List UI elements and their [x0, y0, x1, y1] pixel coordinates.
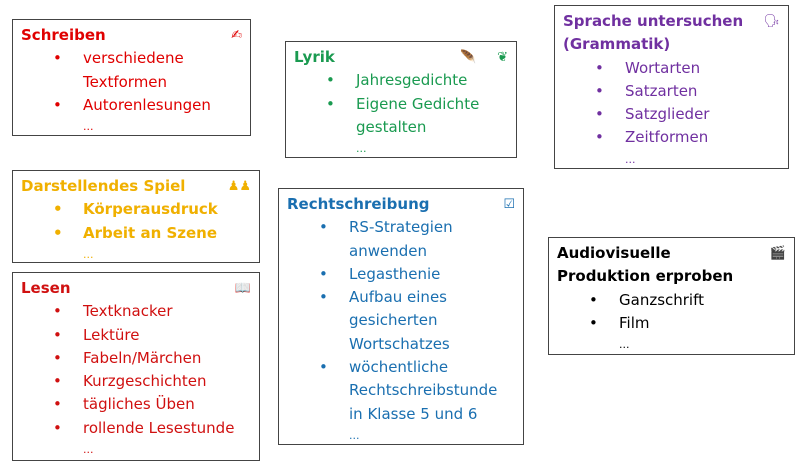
list-item: Wortarten [595, 57, 780, 81]
item-list: Jahresgedichte Eigene Gedichte gestalten [294, 69, 508, 139]
list-item: Aufbau eines gesicherten Wortschatzes [319, 286, 474, 356]
list-item: Autorenlesungen [53, 94, 242, 118]
box-audiovisuelle-produktion: Audiovisuelle Produktion erproben 🎬 Ganzs… [548, 237, 795, 355]
box-title: Rechtschreibung ☑ [287, 193, 515, 216]
feather-icon: 🪶 [460, 50, 477, 65]
box-title: Darstellendes Spiel ♟♟ [21, 175, 251, 198]
box-lesen: Lesen 📖 Textknacker Lektüre Fabeln/Märche… [12, 272, 260, 461]
title-text: Lyrik [294, 48, 335, 66]
audience-icon: ♟♟ [227, 179, 251, 194]
list-item: wöchentliche Rechtschreibstunde in Klass… [319, 356, 514, 426]
list-item: Film [589, 312, 786, 336]
box-title: Sprache untersuchen (Grammatik) 🗣 [563, 10, 780, 57]
list-item: Arbeit an Szene [53, 222, 251, 246]
list-item: Textknacker [53, 300, 251, 324]
item-list: verschiedene Textformen Autorenlesungen [21, 47, 242, 117]
item-list: Wortarten Satzarten Satzglieder Zeitform… [563, 57, 780, 150]
box-title: Schreiben ✍ [21, 24, 242, 47]
list-item: Zeitformen [595, 126, 780, 150]
list-item: RS-Strategien anwenden [319, 216, 479, 263]
item-list: RS-Strategien anwenden Legasthenie Aufba… [287, 216, 515, 426]
list-item: Kurzgeschichten [53, 370, 251, 394]
item-list: Textknacker Lektüre Fabeln/Märchen Kurzg… [21, 300, 251, 440]
list-item: Eigene Gedichte gestalten [326, 93, 496, 140]
more-ellipsis: ... [356, 142, 367, 156]
writing-hand-icon: ✍ [231, 28, 242, 43]
box-title: Audiovisuelle Produktion erproben 🎬 [557, 242, 786, 289]
more-ellipsis: ... [83, 443, 94, 457]
speaking-head-icon: 🗣 [763, 14, 780, 29]
more-ellipsis: ... [349, 428, 360, 442]
box-title: Lesen 📖 [21, 277, 251, 300]
title-text: Rechtschreibung [287, 195, 430, 213]
list-item: tägliches Üben [53, 393, 251, 417]
leaf-icon: ❦ [497, 50, 508, 65]
box-title: Lyrik 🪶 ❦ [294, 46, 508, 69]
box-sprache: Sprache untersuchen (Grammatik) 🗣 Wortart… [554, 5, 789, 169]
icon-group: 🪶 ❦ [460, 46, 508, 69]
item-list: Ganzschrift Film [557, 289, 786, 336]
title-text: Schreiben [21, 26, 106, 44]
title-text: Darstellendes Spiel [21, 177, 186, 195]
list-item: Ganzschrift [589, 289, 786, 313]
item-list: Körperausdruck Arbeit an Szene [21, 198, 251, 245]
open-book-icon: 📖 [234, 281, 251, 296]
list-item: Satzglieder [595, 103, 780, 127]
more-ellipsis: ... [83, 247, 94, 261]
checkbox-icon: ☑ [503, 197, 515, 212]
list-item: Jahresgedichte [326, 69, 508, 93]
list-item: Legasthenie [319, 263, 515, 287]
list-item: Fabeln/Märchen [53, 347, 251, 371]
list-item: Lektüre [53, 324, 251, 348]
title-text: Sprache untersuchen (Grammatik) [563, 12, 744, 54]
clapperboard-icon: 🎬 [769, 246, 786, 261]
title-text: Lesen [21, 279, 71, 297]
list-item: verschiedene Textformen [53, 47, 213, 94]
title-text: Audiovisuelle Produktion erproben [557, 244, 734, 286]
list-item: Satzarten [595, 80, 780, 104]
more-ellipsis: ... [625, 152, 636, 166]
box-schreiben: Schreiben ✍ verschiedene Textformen Autor… [12, 19, 251, 136]
list-item: rollende Lesestunde [53, 417, 251, 441]
more-ellipsis: ... [619, 338, 630, 352]
box-rechtschreibung: Rechtschreibung ☑ RS-Strategien anwenden … [278, 188, 524, 445]
list-item: Körperausdruck [53, 198, 251, 222]
box-lyrik: Lyrik 🪶 ❦ Jahresgedichte Eigene Gedichte … [285, 41, 517, 158]
more-ellipsis: ... [83, 120, 94, 134]
box-darstellendes-spiel: Darstellendes Spiel ♟♟ Körperausdruck Arb… [12, 170, 260, 263]
